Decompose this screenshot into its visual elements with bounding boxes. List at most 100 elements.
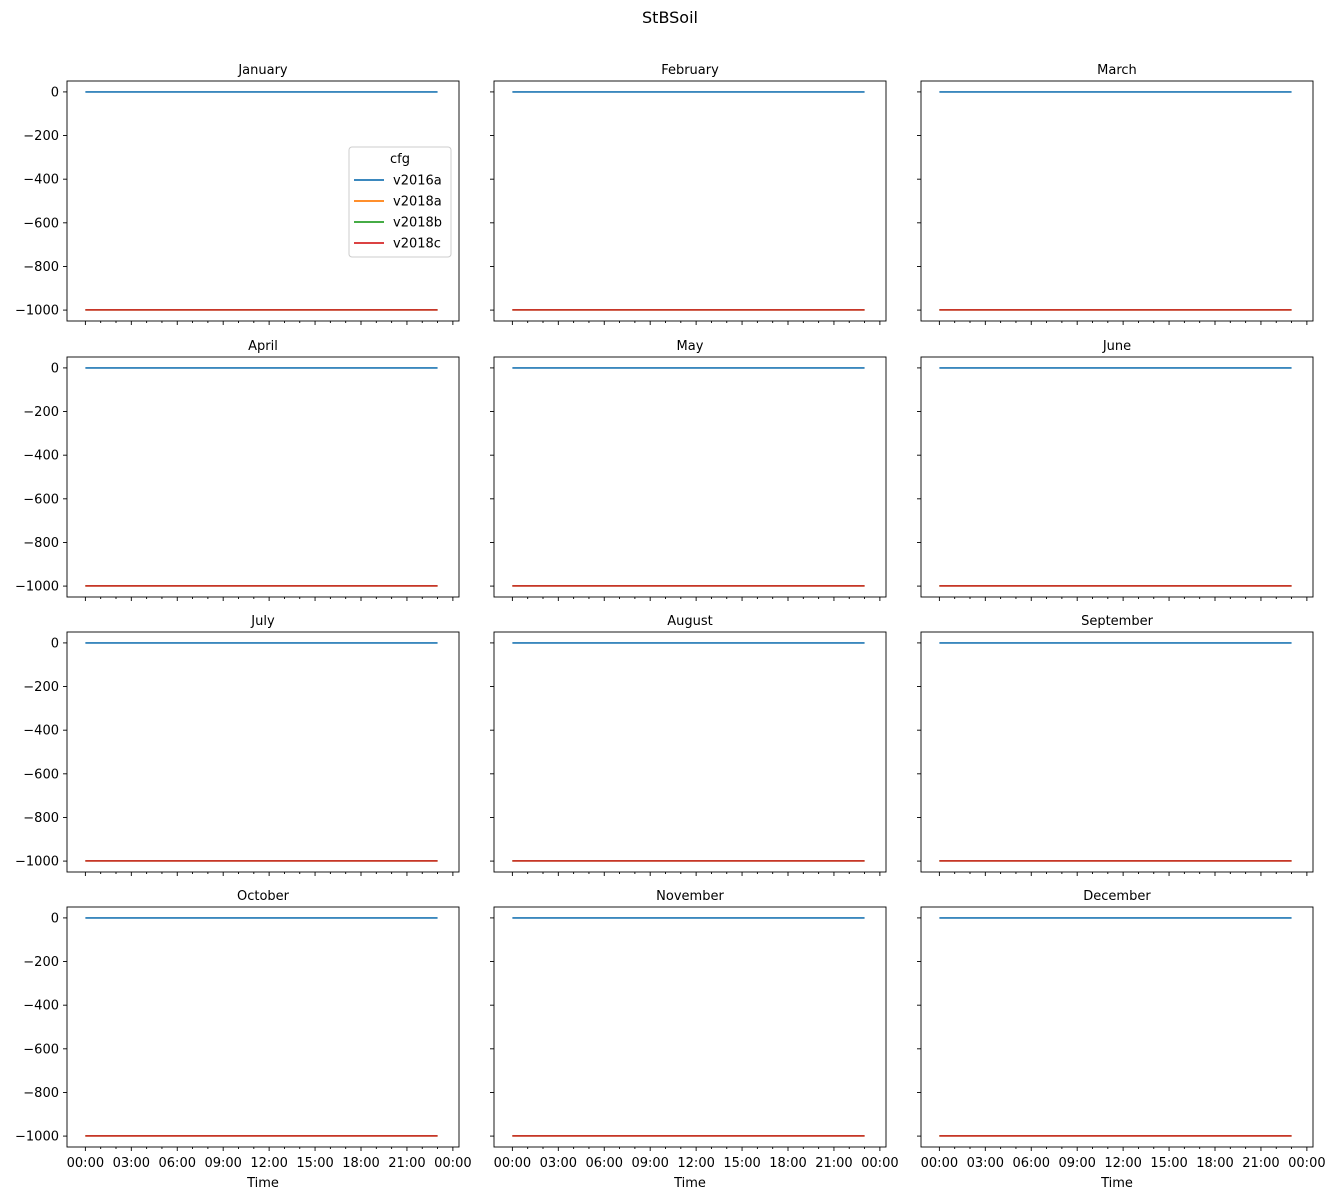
plot-frame <box>920 631 1314 873</box>
y-tick-label: −1000 <box>15 580 59 595</box>
legend-title: cfg <box>390 152 410 167</box>
subplot-october: October 0 −200 −400 −600 −800 −1000 00:00 03:00 0… <box>15 889 472 1191</box>
y-tick-label: −1000 <box>15 1130 59 1145</box>
y-tick-label: −200 <box>23 955 59 970</box>
subplot-title: May <box>677 339 704 354</box>
subplot-may: May <box>490 339 887 601</box>
legend-entry-v2018a: v2018a <box>393 195 442 210</box>
plot-frame <box>493 356 887 598</box>
y-tick-label: 0 <box>51 636 59 651</box>
subplot-title: April <box>248 339 278 354</box>
y-tick-label: −400 <box>23 999 59 1014</box>
y-tick-label: −400 <box>23 173 59 188</box>
y-tick-label: 0 <box>51 361 59 376</box>
subplot-title: October <box>237 889 290 904</box>
plot-frame <box>493 631 887 873</box>
x-tick-label: 18:00 <box>769 1156 806 1171</box>
x-tick-label: 09:00 <box>631 1156 668 1171</box>
x-tick-label: 09:00 <box>204 1156 241 1171</box>
y-tick-label: −600 <box>23 767 59 782</box>
x-tick-label: 21:00 <box>815 1156 852 1171</box>
subplot-title: September <box>1081 614 1154 629</box>
subplot-grid: January 0 −200 −400 −600 −800 −1000 cfg v2016a v2… <box>15 63 1326 1191</box>
x-tick-label: 12:00 <box>250 1156 287 1171</box>
subplot-june: June <box>917 339 1314 601</box>
subplot-title: December <box>1083 889 1151 904</box>
legend-entry-v2016a: v2016a <box>393 174 442 189</box>
y-tick-label: −1000 <box>15 304 59 319</box>
y-tick-label: −800 <box>23 811 59 826</box>
y-tick-label: −200 <box>23 405 59 420</box>
y-tick-label: −600 <box>23 492 59 507</box>
x-tick-label: 03:00 <box>540 1156 577 1171</box>
y-tick-label: −200 <box>23 129 59 144</box>
x-tick-label: 12:00 <box>677 1156 714 1171</box>
plot-frame <box>493 906 887 1148</box>
y-tick-label: −600 <box>23 1042 59 1057</box>
plot-frame <box>66 631 460 873</box>
legend-entry-v2018c: v2018c <box>393 237 441 252</box>
subplot-february: February <box>490 63 887 325</box>
subplot-title: January <box>237 63 288 78</box>
legend-box <box>348 146 452 258</box>
y-tick-label: −400 <box>23 449 59 464</box>
legend: cfg v2016a v2018a v2018b v2018c <box>348 146 452 258</box>
subplot-title: November <box>656 889 724 904</box>
x-tick-label: 12:00 <box>1104 1156 1141 1171</box>
x-tick-label: 18:00 <box>1196 1156 1233 1171</box>
y-tick-label: −800 <box>23 1086 59 1101</box>
y-tick-label: 0 <box>51 911 59 926</box>
subplot-title: August <box>667 614 713 629</box>
x-tick-label: 21:00 <box>1242 1156 1279 1171</box>
x-tick-label: 15:00 <box>296 1156 333 1171</box>
y-tick-label: −200 <box>23 680 59 695</box>
legend-entry-v2018b: v2018b <box>393 216 442 231</box>
x-tick-label: 06:00 <box>159 1156 196 1171</box>
subplot-november: November 00:00 03:00 06:00 09:00 12:00 15:00 18… <box>490 889 899 1191</box>
subplot-title: March <box>1097 63 1137 78</box>
x-tick-label: 15:00 <box>723 1156 760 1171</box>
plot-frame <box>66 80 460 322</box>
subplot-july: July 0 −200 −400 −600 −800 −1000 <box>15 614 460 876</box>
y-tick-label: −400 <box>23 724 59 739</box>
y-tick-label: −800 <box>23 536 59 551</box>
x-tick-label: 00:00 <box>921 1156 958 1171</box>
subplot-title: February <box>661 63 719 78</box>
x-tick-label: 06:00 <box>1013 1156 1050 1171</box>
x-tick-label: 03:00 <box>113 1156 150 1171</box>
x-tick-label: 00:00 <box>434 1156 471 1171</box>
plot-frame <box>493 80 887 322</box>
subplot-september: September <box>917 614 1314 876</box>
x-tick-label: 09:00 <box>1058 1156 1095 1171</box>
x-tick-label: 06:00 <box>586 1156 623 1171</box>
plot-frame <box>66 906 460 1148</box>
plot-frame <box>920 80 1314 322</box>
x-axis-label: Time <box>246 1176 279 1191</box>
y-tick-label: −1000 <box>15 855 59 870</box>
plot-frame <box>920 906 1314 1148</box>
x-tick-label: 18:00 <box>342 1156 379 1171</box>
y-tick-label: −600 <box>23 216 59 231</box>
subplot-title: June <box>1102 339 1131 354</box>
subplot-august: August <box>490 614 887 876</box>
subplot-title: July <box>250 614 275 629</box>
x-tick-label: 00:00 <box>861 1156 898 1171</box>
plot-frame <box>66 356 460 598</box>
y-tick-label: 0 <box>51 85 59 100</box>
subplot-december: December 00:00 03:00 06:00 09:00 12:00 15:00 18… <box>917 889 1326 1191</box>
x-tick-label: 00:00 <box>494 1156 531 1171</box>
x-tick-label: 15:00 <box>1150 1156 1187 1171</box>
x-tick-label: 21:00 <box>388 1156 425 1171</box>
x-tick-label: 00:00 <box>67 1156 104 1171</box>
y-tick-label: −800 <box>23 260 59 275</box>
subplot-january: January 0 −200 −400 −600 −800 −1000 cfg v2016a v2… <box>15 63 460 325</box>
x-axis-label: Time <box>673 1176 706 1191</box>
figure-title: StBSoil <box>642 8 698 27</box>
x-tick-label: 00:00 <box>1288 1156 1325 1171</box>
x-tick-label: 03:00 <box>967 1156 1004 1171</box>
plot-frame <box>920 356 1314 598</box>
subplot-april: April 0 −200 −400 −600 −800 −1000 <box>15 339 460 601</box>
subplot-march: March <box>917 63 1314 325</box>
x-axis-label: Time <box>1100 1176 1133 1191</box>
